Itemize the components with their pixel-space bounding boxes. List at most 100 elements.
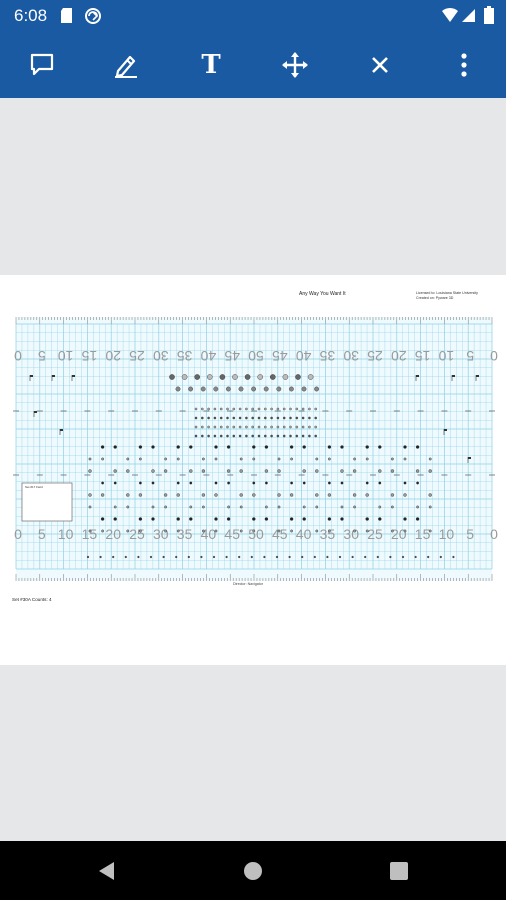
performer-marker xyxy=(126,529,130,533)
performer-marker xyxy=(219,416,223,420)
performer-marker xyxy=(352,469,357,473)
performer-marker xyxy=(207,407,210,411)
performer-marker xyxy=(313,555,316,559)
performer-marker xyxy=(263,555,266,559)
performer-marker xyxy=(403,481,407,485)
performer-marker xyxy=(264,469,269,473)
performer-marker xyxy=(264,505,268,509)
performer-marker xyxy=(113,445,117,449)
performer-marker xyxy=(327,457,331,461)
performer-marker xyxy=(162,555,165,559)
performer-marker xyxy=(365,457,369,461)
performer-marker xyxy=(100,445,105,449)
move-button[interactable] xyxy=(272,42,318,88)
performer-marker xyxy=(403,529,407,533)
performer-marker xyxy=(101,457,105,461)
performer-marker xyxy=(308,434,311,438)
performer-marker xyxy=(164,505,168,509)
performer-marker xyxy=(340,481,344,485)
recents-button[interactable] xyxy=(383,855,415,887)
performer-marker xyxy=(282,434,286,438)
performer-marker xyxy=(403,493,407,497)
performer-marker xyxy=(245,425,248,429)
comment-button[interactable] xyxy=(19,42,65,88)
text-icon: T xyxy=(201,50,221,80)
wifi-icon xyxy=(442,7,458,22)
performer-marker xyxy=(378,481,382,485)
set-info: Set #30A Counts: 4 xyxy=(12,597,52,602)
more-options-button[interactable] xyxy=(441,42,487,88)
performer-marker xyxy=(164,529,168,533)
performer-marker xyxy=(353,457,356,461)
performer-marker xyxy=(252,493,256,497)
pen-button[interactable] xyxy=(103,42,149,88)
performer-marker xyxy=(176,517,180,521)
performer-marker xyxy=(239,457,243,461)
performer-marker xyxy=(100,493,105,497)
performer-marker xyxy=(138,493,143,497)
performer-marker xyxy=(264,445,269,449)
performer-marker xyxy=(232,407,236,411)
performer-marker xyxy=(302,481,306,485)
pen-icon xyxy=(115,55,137,78)
status-time: 6:08 xyxy=(14,6,48,25)
performer-marker xyxy=(176,457,180,461)
flag-marker xyxy=(444,429,447,431)
performer-marker xyxy=(289,425,292,429)
performer-marker xyxy=(219,425,223,429)
performer-marker xyxy=(169,374,175,380)
performer-marker xyxy=(314,386,319,392)
performer-marker xyxy=(365,493,369,497)
performer-marker xyxy=(206,374,213,380)
performer-marker xyxy=(189,445,193,449)
yard-number-bottom: 10 xyxy=(439,526,455,542)
performer-marker xyxy=(214,457,218,461)
performer-marker xyxy=(238,407,242,411)
performer-marker xyxy=(88,505,92,509)
text-button[interactable]: T xyxy=(188,42,234,88)
close-icon xyxy=(372,57,388,73)
performer-marker xyxy=(139,529,142,533)
performer-marker xyxy=(415,469,420,473)
performer-marker xyxy=(364,555,367,559)
performer-marker xyxy=(232,374,238,380)
document-viewer[interactable]: Any Way You Want It Licensed to: Louisia… xyxy=(0,98,506,841)
performer-marker xyxy=(251,425,254,429)
performer-marker xyxy=(428,493,432,497)
performer-marker xyxy=(276,407,280,411)
yard-number-bottom: 15 xyxy=(82,526,98,542)
performer-marker xyxy=(282,374,289,380)
performer-marker xyxy=(427,555,430,559)
home-button[interactable] xyxy=(237,855,269,887)
performer-marker xyxy=(390,505,394,509)
performer-marker xyxy=(113,517,117,521)
annotation-toolbar: T xyxy=(0,32,506,98)
yard-number-top: 40 xyxy=(200,348,216,364)
yard-number-top: 5 xyxy=(466,348,474,364)
yard-number-top: 30 xyxy=(343,348,359,364)
performer-marker xyxy=(415,517,420,521)
performer-marker xyxy=(175,386,181,392)
performer-marker xyxy=(238,386,244,392)
performer-marker xyxy=(213,425,217,429)
performer-marker xyxy=(137,555,140,559)
performer-marker xyxy=(428,457,432,461)
performer-marker xyxy=(139,481,142,485)
yard-number-bottom: 50 xyxy=(248,526,264,542)
back-button[interactable] xyxy=(90,855,122,887)
performer-marker xyxy=(124,555,127,559)
flag-marker xyxy=(72,375,75,377)
yard-number-bottom: 20 xyxy=(105,526,121,542)
performer-marker xyxy=(251,407,254,411)
performer-marker xyxy=(151,517,155,521)
performer-marker xyxy=(226,425,229,429)
battery-icon xyxy=(484,6,494,24)
performer-marker xyxy=(269,374,276,380)
performer-marker xyxy=(151,505,155,509)
performer-marker xyxy=(290,457,293,461)
performer-marker xyxy=(201,469,206,473)
yard-number-top: 25 xyxy=(129,348,145,364)
document-page[interactable]: Any Way You Want It Licensed to: Louisia… xyxy=(0,275,506,665)
performer-marker xyxy=(282,425,286,429)
close-button[interactable] xyxy=(357,42,403,88)
